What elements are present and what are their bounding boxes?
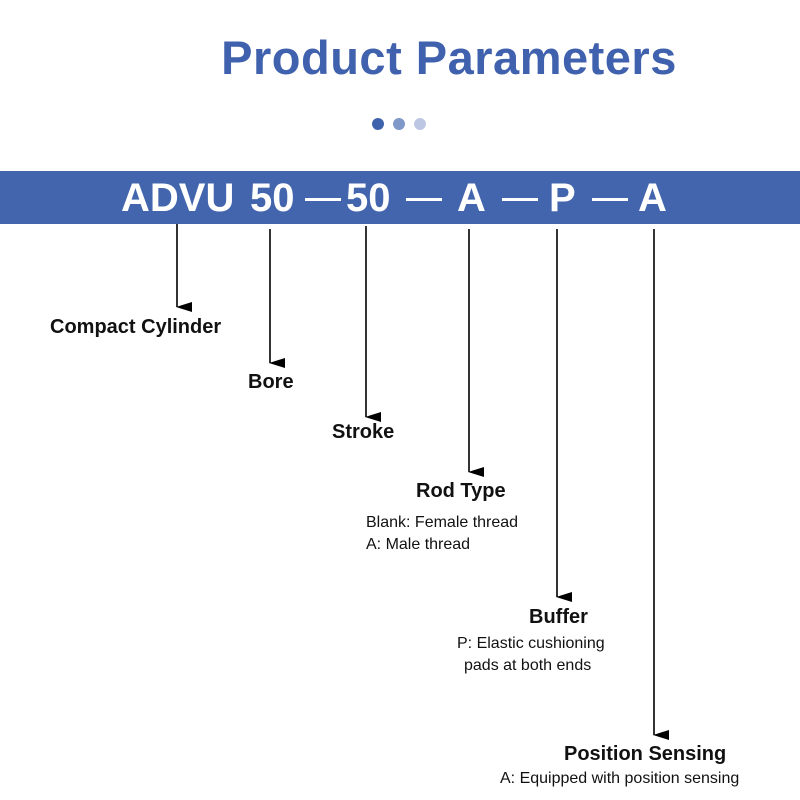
page-title: Product Parameters: [221, 31, 677, 84]
model-code-band: [0, 171, 800, 224]
label-position-sensing: Position Sensing: [564, 743, 727, 765]
code-separator: [406, 198, 442, 201]
buffer-option: pads at both ends: [464, 657, 592, 674]
rod-type-option: A: Male thread: [366, 536, 471, 553]
decorative-dots: [372, 118, 426, 130]
label-stroke: Stroke: [332, 421, 395, 443]
label-rod-type: Rod Type: [416, 480, 506, 502]
dot-2: [393, 118, 405, 130]
dot-3: [414, 118, 426, 130]
code-separator: [502, 198, 538, 201]
rod-type-option: Blank: Female thread: [366, 514, 519, 531]
dot-1: [372, 118, 384, 130]
code-sensing: A: [638, 176, 667, 220]
code-model: ADVU: [121, 176, 235, 220]
code-separator: [592, 198, 628, 201]
buffer-option: P: Elastic cushioning: [457, 635, 605, 652]
position-sensing-option: A: Equipped with position sensing: [500, 770, 740, 787]
label-bore: Bore: [248, 371, 294, 393]
code-buffer: P: [549, 176, 576, 220]
label-compact-cylinder: Compact Cylinder: [50, 316, 222, 338]
label-buffer: Buffer: [529, 606, 588, 628]
code-stroke: 50: [346, 176, 391, 220]
code-bore: 50: [250, 176, 295, 220]
code-separator: [305, 198, 341, 201]
code-rod: A: [457, 176, 486, 220]
